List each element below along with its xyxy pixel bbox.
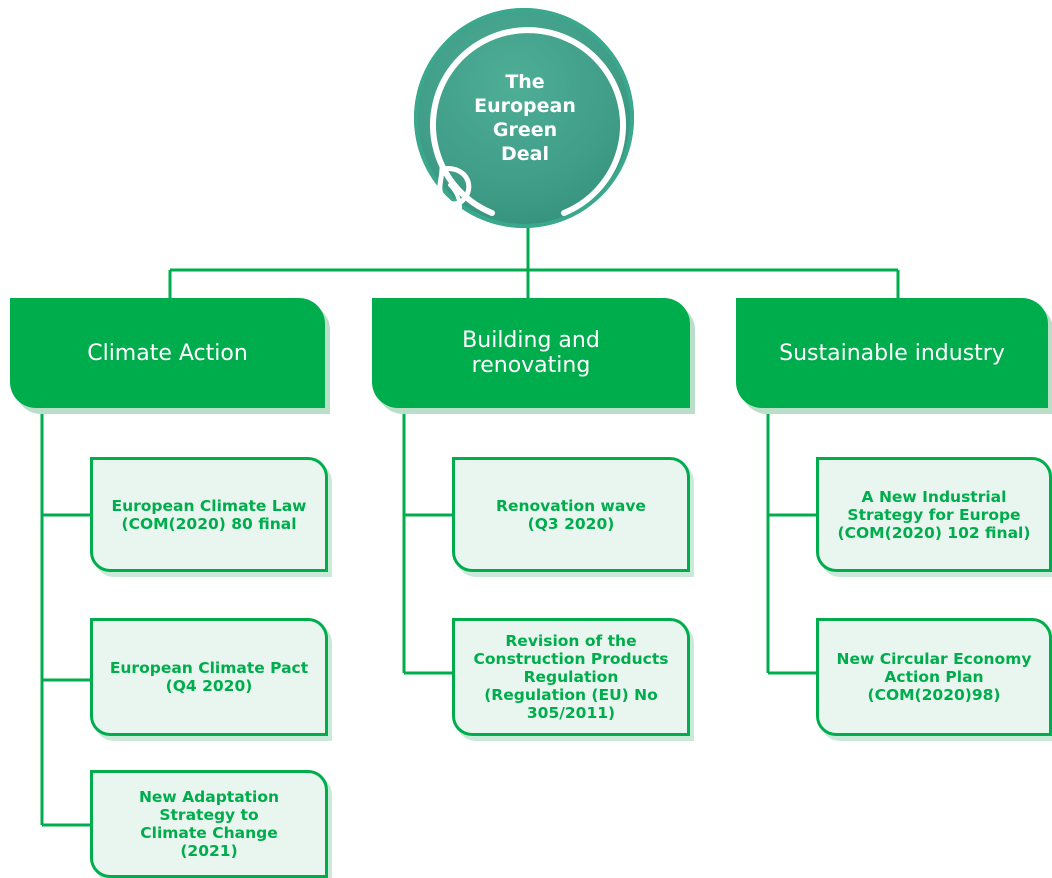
- item-circular-economy-action-plan: New Circular Economy Action Plan (COM(20…: [816, 618, 1052, 736]
- item-renovation-wave: Renovation wave (Q3 2020): [452, 457, 690, 572]
- item-new-adaptation-strategy: New Adaptation Strategy to Climate Chang…: [90, 770, 328, 878]
- category-climate-action: Climate Action: [10, 298, 325, 408]
- item-new-industrial-strategy: A New Industrial Strategy for Europe (CO…: [816, 457, 1052, 572]
- category-sustainable-industry: Sustainable industry: [736, 298, 1048, 408]
- item-construction-products-regulation: Revision of the Construction Products Re…: [452, 618, 690, 736]
- hub-ring: [430, 27, 626, 216]
- leaf-icon: [437, 166, 472, 211]
- item-european-climate-pact: European Climate Pact (Q4 2020): [90, 618, 328, 736]
- category-building-renovating: Building and renovating: [372, 298, 690, 408]
- hub-title: The European Green Deal: [474, 71, 576, 165]
- item-european-climate-law: European Climate Law (COM(2020) 80 final: [90, 457, 328, 572]
- green-deal-hub: The European Green Deal: [414, 8, 634, 228]
